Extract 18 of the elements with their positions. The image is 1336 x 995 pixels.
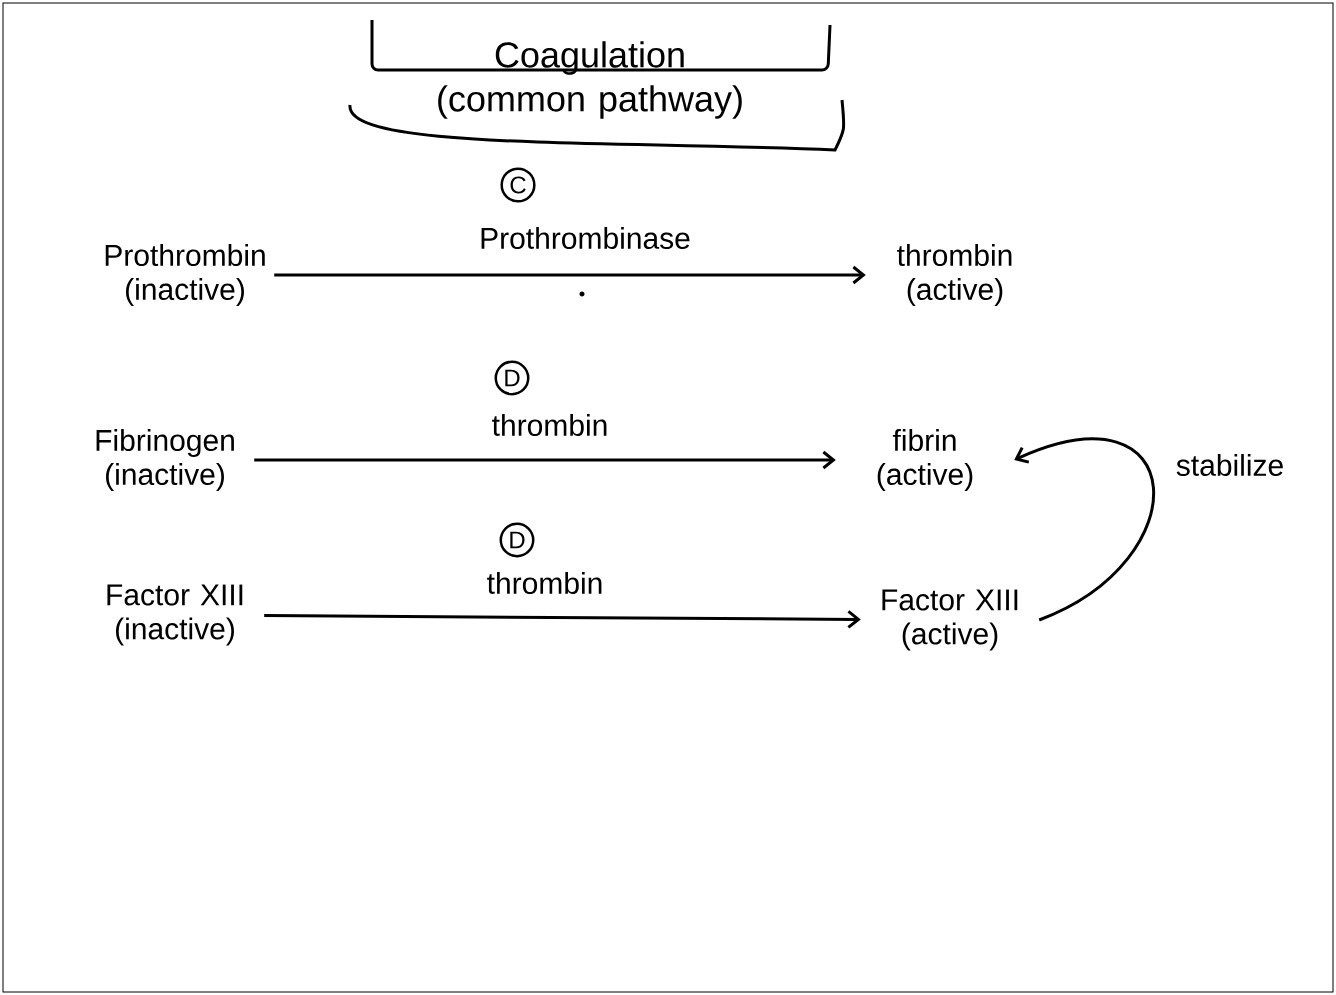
substance-label: Prothrombin (inactive) — [105, 244, 265, 306]
circled-letter: C — [500, 167, 536, 203]
substance-label: thrombin (active) — [897, 244, 1012, 306]
arrow — [1014, 437, 1155, 622]
substance-label: fibrin (active) — [877, 429, 973, 491]
arrow — [264, 610, 861, 629]
circled-letter: D — [494, 360, 530, 396]
substance-label: Factor XIII (active) — [882, 589, 1018, 651]
arrow — [274, 265, 866, 285]
arrow — [254, 450, 836, 470]
edge-label: Prothrombinase — [481, 227, 690, 249]
substance-label: Factor XIII (inactive) — [107, 584, 243, 646]
circled-letter: D — [499, 522, 535, 558]
substance-label: Fibrinogen (inactive) — [96, 429, 234, 491]
edge-label: stabilize — [1176, 454, 1283, 476]
edge-label: thrombin — [492, 414, 607, 436]
title: Coagulation (common pathway) — [438, 41, 742, 119]
edge-label: thrombin — [487, 572, 602, 594]
